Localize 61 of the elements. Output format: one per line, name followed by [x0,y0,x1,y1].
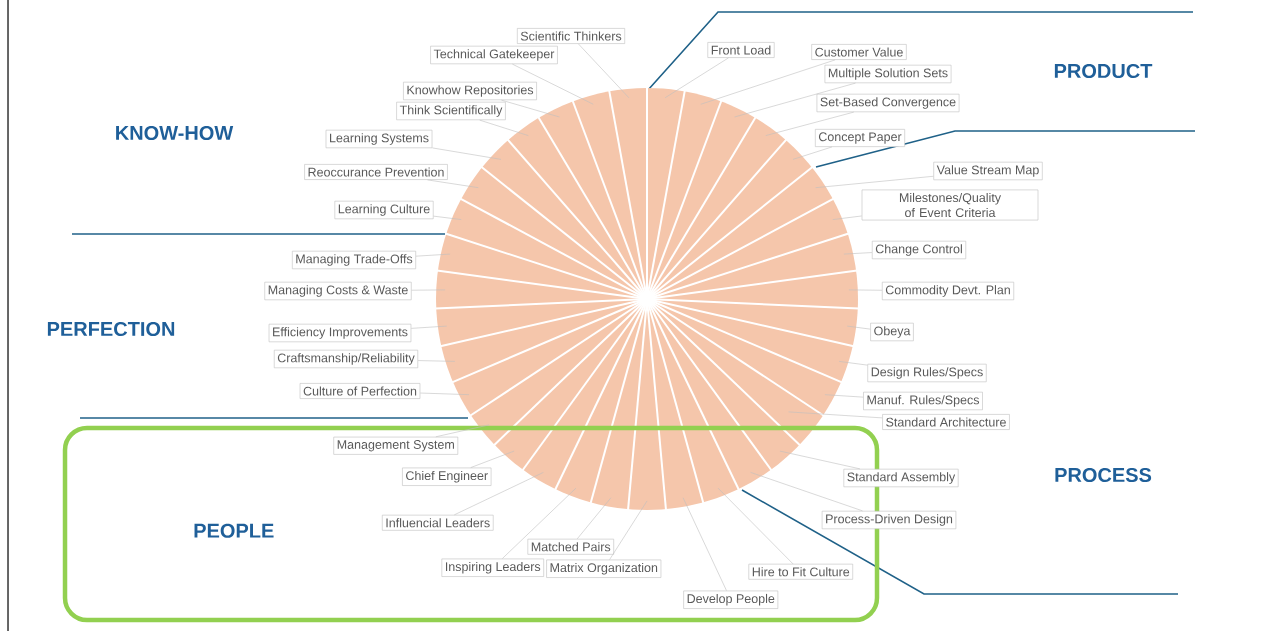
label-box: Front Load [707,42,775,58]
leader-line [734,82,856,118]
leader-line [479,119,529,136]
label-box: Managing Costs & Waste [264,281,412,301]
leader-line [832,215,862,220]
leader-line [815,175,934,188]
leader-line [502,487,577,559]
label-box: Standard Architecture [882,414,1010,430]
label-box: Influencial Leaders [382,514,494,531]
label-box: Set-Based Convergence [816,93,960,113]
label-box: Scientific Thinkers [517,28,625,44]
leader-line [512,63,594,105]
leader-line [427,179,479,188]
leader-line [788,411,883,419]
label-box: Learning Culture [334,200,434,220]
leader-line [609,500,648,560]
leader-line [433,215,462,220]
label-box: Managing Trade-Offs [292,250,417,270]
leader-line [765,111,855,136]
label-box: Obeya [870,322,914,342]
label-box: Learning Systems [325,129,433,149]
section-heading: PERFECTION [47,321,175,337]
label-box: Inspiring Leaders [441,558,544,577]
leader-line [664,57,729,99]
label-box: Craftsmanship/Reliability [273,349,419,369]
leader-line [501,99,560,118]
label-box: Matrix Organization [546,559,662,578]
label-box: Knowhow Repositories [403,81,537,101]
label-box: Culture of Perfection [299,383,421,399]
label-box: Technical Gatekeeper [430,45,558,65]
label-box: Think Scientifically [396,101,506,121]
leader-line [470,450,515,468]
label-box: Multiple Solution Sets [824,64,952,84]
label-box: Design Rules/Specs [867,363,987,383]
label-box: Management System [333,436,459,455]
leader-line [700,59,836,105]
leader-line [576,497,612,540]
label-box: Manuf. Rules/Specs [863,391,983,411]
leader-line [435,424,490,438]
leader-line [682,497,727,591]
leader-line [432,147,502,160]
label-box: Customer Value [811,44,907,60]
label-box: Reoccurance Prevention [304,164,448,180]
label-box: Chief Engineer [402,467,492,486]
section-heading: PROCESS [1055,467,1152,483]
section-heading: KNOW-HOW [116,125,234,141]
label-box: Change Control [871,240,967,260]
leader-line [838,361,868,366]
leader-line [824,394,864,398]
leader-line [846,325,871,330]
leader-line [779,450,861,470]
leader-line [578,43,630,99]
label-box: Develop People [683,590,779,609]
label-box: Commodity Devt. Plan [881,281,1015,301]
section-heading: PRODUCT [1054,63,1153,79]
leader-line [419,392,470,395]
label-box: Standard Assembly [843,468,959,488]
leader-line [454,472,544,516]
label-box: Efficiency Improvements [268,323,412,343]
label-box: Milestones/Quality of Event Criteria [861,189,1039,221]
label-box: Matched Pairs [527,538,614,555]
